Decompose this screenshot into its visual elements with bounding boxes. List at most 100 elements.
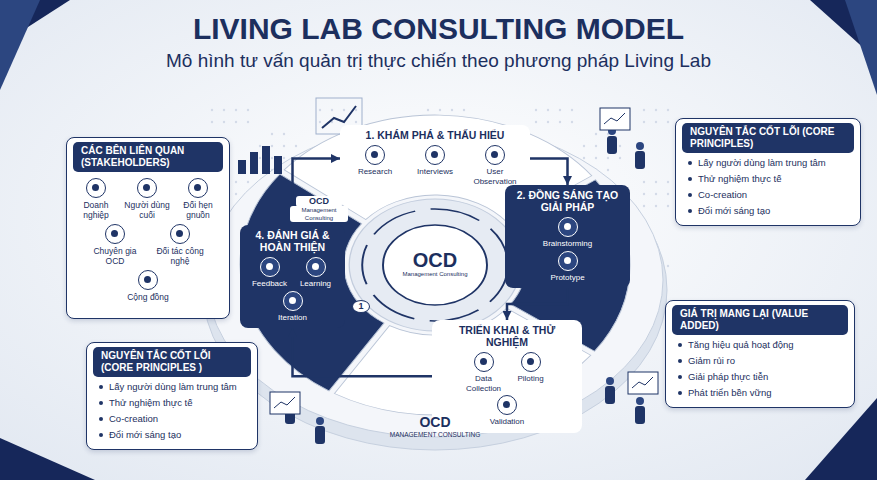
- map-dot: [235, 121, 237, 123]
- list-text: Thử nghiệm thực tế: [109, 397, 192, 409]
- bullet: [688, 193, 692, 197]
- map-dot: [655, 109, 657, 111]
- stakeholder-item: Đối tác công nghệ: [149, 224, 211, 266]
- title: LIVING LAB CONSULTING MODEL: [0, 12, 877, 46]
- bullet: [678, 359, 682, 363]
- map-dot: [571, 109, 573, 111]
- list-item: Thử nghiệm thực tế: [99, 397, 251, 409]
- person-body: [607, 136, 617, 154]
- map-dot: [559, 121, 561, 123]
- map-dot: [667, 205, 669, 207]
- list-text: Lấy người dùng làm trung tâm: [109, 381, 237, 393]
- list-text: Phát triển bền vững: [688, 387, 771, 399]
- map-dot: [235, 193, 237, 195]
- inner-ring: [349, 199, 521, 331]
- list-item: Đổi mới sáng tạo: [688, 205, 854, 217]
- bullet: [99, 433, 103, 437]
- list-item: Giải pháp thực tiễn: [678, 371, 848, 383]
- tool-icon: [283, 291, 303, 311]
- stakeholder-label: Đối hẹn gnuồn: [173, 200, 223, 220]
- tool-label: Data Collection: [460, 374, 507, 393]
- map-dot: [271, 133, 273, 135]
- tool-label: Brainstorming: [539, 239, 597, 249]
- stakeholder-label: Đối tác công nghệ: [149, 246, 211, 266]
- list-text: Đổi mới sáng tạo: [109, 429, 181, 441]
- stage-tool: Data Collection: [460, 352, 507, 393]
- bullet: [688, 209, 692, 213]
- map-dot: [319, 109, 321, 111]
- person-head: [636, 142, 644, 150]
- map-dot: [619, 157, 621, 159]
- platform-top: [207, 123, 663, 437]
- map-dot: [643, 205, 645, 207]
- stage-tool: Prototype: [539, 251, 597, 283]
- map-dot: [559, 109, 561, 111]
- info-panel: GIÁ TRỊ MANG LẠI (VALUE ADDED)Tăng hiệu …: [665, 300, 855, 408]
- tool-label: Feedback: [247, 279, 293, 289]
- chart-bar: [262, 146, 270, 174]
- map-dot: [667, 265, 669, 267]
- list-text: Co-creation: [698, 189, 747, 201]
- map-dot: [223, 109, 225, 111]
- map-dot: [547, 109, 549, 111]
- stakeholder-label: Người dùng cuối: [122, 200, 172, 220]
- map-dot: [463, 109, 465, 111]
- tool-label: Piloting: [507, 374, 554, 384]
- tool-icon: [497, 395, 517, 415]
- map-dot: [283, 133, 285, 135]
- stage-box: 2. ĐỒNG SÁNG TẠO GIẢI PHÁPBrainstormingP…: [505, 185, 630, 288]
- map-dot: [595, 145, 597, 147]
- map-dot: [427, 109, 429, 111]
- map-dot: [667, 109, 669, 111]
- tool-icon: [474, 352, 494, 372]
- map-dot: [583, 157, 585, 159]
- stakeholder-item: Đối hẹn gnuồn: [173, 178, 223, 220]
- person-body: [315, 426, 325, 444]
- stage-tool: Iteration: [270, 291, 316, 323]
- map-dot: [607, 157, 609, 159]
- map-dot: [319, 121, 321, 123]
- stage-tools: FeedbackLearningIteration: [245, 257, 340, 324]
- stage-tools: BrainstormingPrototype: [510, 217, 625, 284]
- list-item: Lấy người dùng làm trung tâm: [99, 381, 251, 393]
- person-head: [606, 377, 614, 385]
- map-dot: [667, 193, 669, 195]
- map-dot: [655, 181, 657, 183]
- tool-icon: [521, 352, 541, 372]
- stakeholder-label: Cộng đồng: [119, 292, 177, 302]
- person-body: [605, 386, 615, 404]
- map-dot: [583, 145, 585, 147]
- panel-heading: CÁC BÊN LIÊN QUAN (STAKEHOLDERS): [73, 142, 223, 172]
- info-panel: NGUYÊN TẮC CỐT LÕI (CORE PRINCIPLES)Lấy …: [675, 118, 861, 226]
- tool-label: Validation: [484, 417, 531, 427]
- map-dot: [655, 205, 657, 207]
- map-dot: [271, 157, 273, 159]
- map-dot: [355, 121, 357, 123]
- corner-shape: [0, 438, 95, 480]
- tool-icon: [425, 145, 445, 165]
- list-text: Lấy người dùng làm trung tâm: [698, 157, 826, 169]
- subtitle: Mô hình tư vấn quản trị thực chiến theo …: [0, 50, 877, 72]
- stage-box: 1. KHÁM PHÁ & THẤU HIỂUResearchInterview…: [340, 125, 530, 192]
- stakeholder-item: Cộng đồng: [119, 270, 177, 302]
- map-dot: [247, 121, 249, 123]
- info-panel: NGUYÊN TẮC CỐT LÕI (CORE PRINCIPLES )Lấy…: [86, 342, 258, 450]
- map-dot: [211, 109, 213, 111]
- map-dot: [535, 109, 537, 111]
- bullet: [678, 391, 682, 395]
- bullet: [99, 401, 103, 405]
- screen-chart: [632, 377, 653, 388]
- tool-label: Prototype: [539, 273, 597, 283]
- tool-label: Research: [345, 167, 405, 177]
- tool-label: Iteration: [270, 313, 316, 323]
- map-dot: [295, 145, 297, 147]
- bullet: [688, 161, 692, 165]
- stakeholder-icon: [137, 178, 157, 198]
- map-dot: [547, 121, 549, 123]
- stage-tool: Validation: [484, 395, 531, 427]
- stage-heading: 4. ĐÁNH GIÁ & HOÀN THIỆN: [245, 229, 340, 253]
- map-dot: [667, 181, 669, 183]
- list-text: Thử nghiệm thực tế: [698, 173, 781, 185]
